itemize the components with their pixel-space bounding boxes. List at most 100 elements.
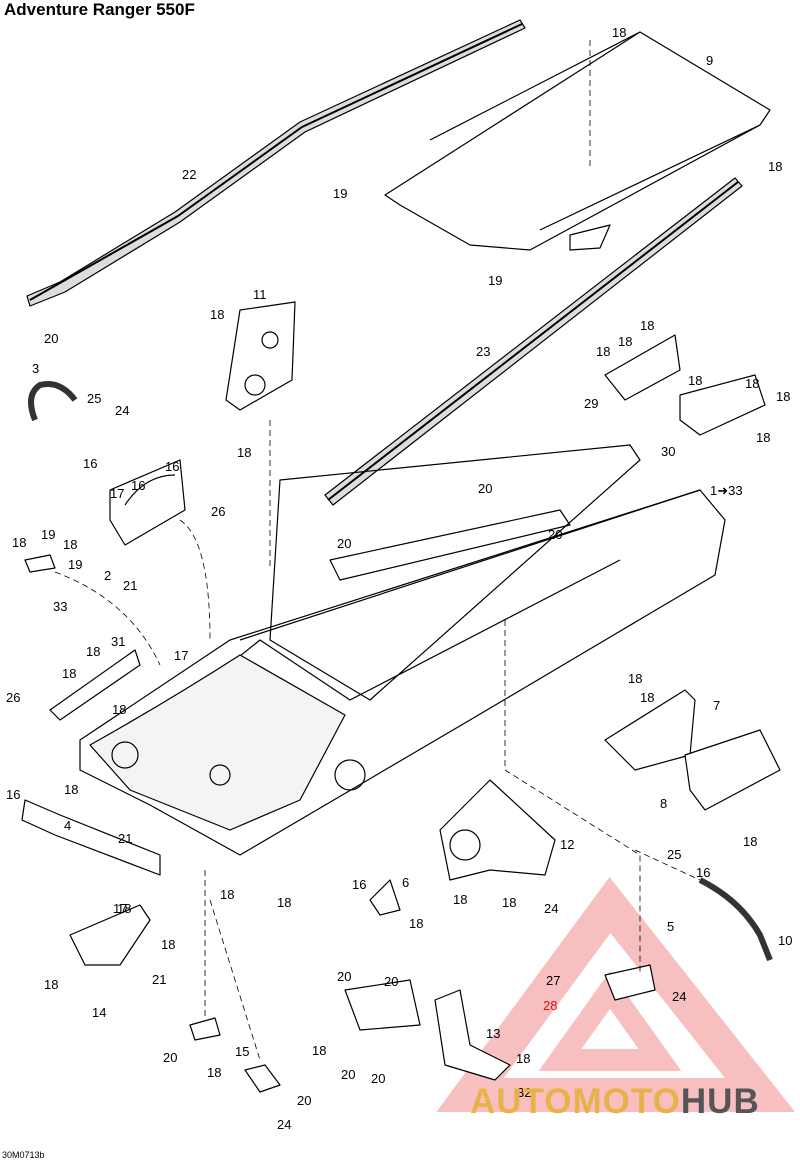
callout-19: 19	[333, 186, 347, 201]
callout-19: 19	[41, 527, 55, 542]
callout-20: 20	[371, 1071, 385, 1086]
callout-18: 18	[628, 671, 642, 686]
bracket-part-6	[369, 879, 401, 916]
callout-25: 25	[87, 391, 101, 406]
rail-part-23	[324, 177, 743, 506]
callout-3: 3	[32, 361, 39, 376]
cover-part-9	[384, 31, 771, 251]
callout-8: 8	[660, 796, 667, 811]
callout-18: 18	[618, 334, 632, 349]
callout-16: 16	[131, 478, 145, 493]
watermark-triangle	[436, 876, 796, 1112]
callout-18: 18	[277, 895, 291, 910]
diagram-title: Adventure Ranger 550F	[4, 0, 195, 19]
callout-18: 18	[640, 318, 654, 333]
cable-part-3	[28, 381, 78, 422]
callout-11: 11	[253, 287, 267, 302]
callout-24: 24	[544, 901, 558, 916]
callout-18: 18	[688, 373, 702, 388]
cable-part-5	[698, 877, 773, 962]
main-frame-tunnel	[79, 444, 726, 856]
callout-20: 20	[548, 527, 562, 542]
callout-10: 10	[778, 933, 792, 948]
callout-18: 18	[12, 535, 26, 550]
callout-18: 18	[112, 702, 126, 717]
figure-code: 30M0713b	[2, 1150, 45, 1160]
callout-24: 24	[672, 989, 686, 1004]
callout-19: 19	[488, 273, 502, 288]
callout-17: 17	[113, 901, 127, 916]
callout-26: 26	[6, 690, 20, 705]
plate-part-12	[439, 779, 556, 881]
callout-4: 4	[64, 818, 71, 833]
bracket-part-30	[679, 374, 766, 436]
callout-24: 24	[115, 403, 129, 418]
watermark-auto: AUTO	[470, 1082, 573, 1121]
bracket-part-11	[225, 301, 296, 411]
callout-18: 18	[64, 782, 78, 797]
callout-20: 20	[341, 1067, 355, 1082]
bracket-part-8	[684, 729, 781, 811]
callout-18: 18	[640, 690, 654, 705]
callout-18: 18	[220, 887, 234, 902]
callout-16: 16	[352, 877, 366, 892]
callout-7: 7	[713, 698, 720, 713]
callout-25: 25	[667, 847, 681, 862]
rail-part-22	[26, 19, 526, 307]
callout-18: 18	[453, 892, 467, 907]
callout-18: 18	[312, 1043, 326, 1058]
callout-21: 21	[123, 578, 137, 593]
callout-18: 18	[62, 666, 76, 681]
bracket-part-15	[434, 989, 511, 1081]
callout-1-33: 1➜33	[710, 483, 743, 498]
callout-17: 17	[174, 648, 188, 663]
callout-9: 9	[706, 53, 713, 68]
callout-16: 16	[6, 787, 20, 802]
bracket-part-13	[189, 1017, 221, 1041]
bracket-part-7	[604, 689, 696, 771]
callout-18: 18	[756, 430, 770, 445]
callout-20: 20	[384, 974, 398, 989]
callout-17: 17	[110, 486, 124, 501]
watermark-moto: MOTO	[572, 1082, 681, 1121]
callout-13: 13	[486, 1026, 500, 1041]
callout-18: 18	[596, 344, 610, 359]
bracket-part-28	[604, 964, 656, 1001]
watermark-hub: HUB	[680, 1082, 760, 1121]
callout-20: 20	[44, 331, 58, 346]
callout-19: 19	[68, 557, 82, 572]
callout-18: 18	[409, 916, 423, 931]
callout-20: 20	[337, 536, 351, 551]
bracket-part-14	[344, 979, 421, 1031]
callout-18: 18	[776, 389, 790, 404]
callout-14: 14	[92, 1005, 106, 1020]
callout-12: 12	[560, 837, 574, 852]
callout-18: 18	[63, 537, 77, 552]
callout-33: 33	[53, 599, 67, 614]
callout-5: 5	[667, 919, 674, 934]
bracket-part-33	[24, 554, 56, 573]
callout-21: 21	[118, 831, 132, 846]
callout-16: 16	[165, 459, 179, 474]
leader-lines	[54, 40, 701, 1061]
callout-18: 18	[207, 1065, 221, 1080]
callout-32: 32	[517, 1085, 531, 1100]
callout-18: 18	[612, 25, 626, 40]
callout-20: 20	[163, 1050, 177, 1065]
callout-29: 29	[584, 396, 598, 411]
callout-15: 15	[235, 1044, 249, 1059]
callout-2: 2	[104, 568, 111, 583]
callout-20: 20	[297, 1093, 311, 1108]
callout-21: 21	[152, 972, 166, 987]
watermark-text: AUTOMOTOHUB	[470, 1082, 760, 1122]
bracket-part-32	[244, 1064, 281, 1093]
callout-18: 18	[117, 901, 131, 916]
callout-24: 24	[277, 1117, 291, 1132]
callout-18: 18	[502, 895, 516, 910]
callout-18: 18	[768, 159, 782, 174]
bracket-part-29	[604, 334, 681, 401]
callout-18: 18	[516, 1051, 530, 1066]
callout-16: 16	[83, 456, 97, 471]
